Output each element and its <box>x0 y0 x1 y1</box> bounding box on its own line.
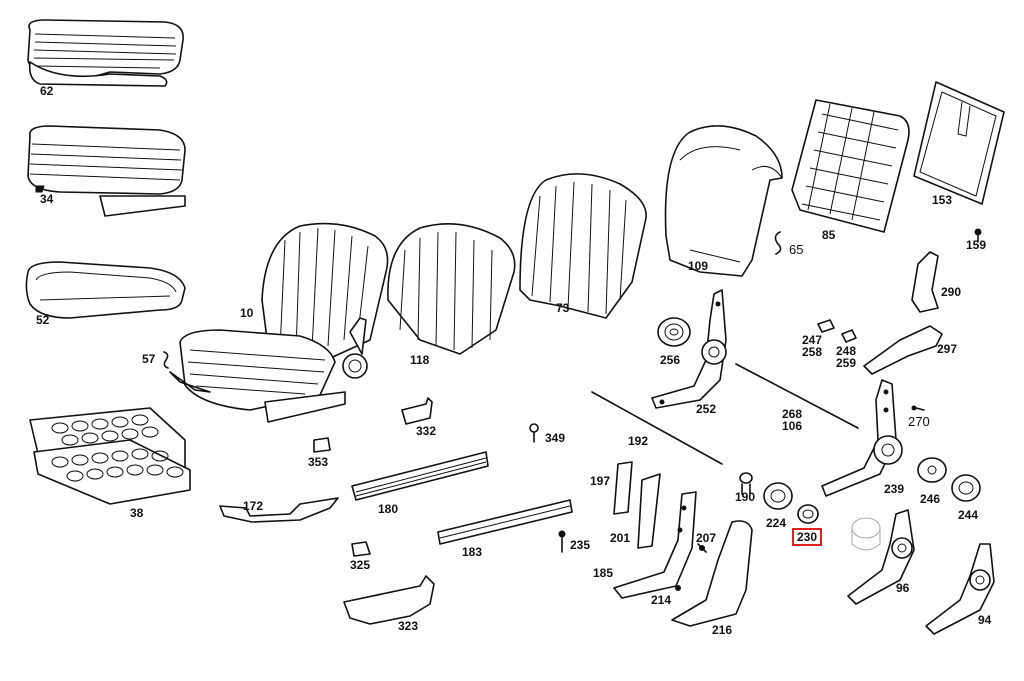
label-109: 109 <box>688 259 709 273</box>
part-332-bracket <box>401 397 433 425</box>
label-190: 190 <box>735 490 756 504</box>
label-244: 244 <box>958 508 979 522</box>
label-34: 34 <box>40 192 54 206</box>
label-94: 94 <box>978 613 992 627</box>
label-159: 159 <box>966 238 987 252</box>
label-353: 353 <box>308 455 329 469</box>
part-297-handle <box>863 325 943 375</box>
label-248-259: 248 259 <box>836 344 857 370</box>
label-183: 183 <box>462 545 483 559</box>
label-57: 57 <box>142 352 156 366</box>
part-118-backrest <box>387 223 516 355</box>
label-325: 325 <box>350 558 371 572</box>
part-10-complete-seat <box>169 222 389 423</box>
label-118: 118 <box>410 353 430 367</box>
part-159-button <box>974 228 982 243</box>
label-247-258: 247 258 <box>802 333 823 359</box>
label-323: 323 <box>398 619 419 633</box>
label-239: 239 <box>884 482 905 496</box>
part-57-clip <box>163 351 169 369</box>
part-180-rail <box>351 451 489 501</box>
part-153-board <box>913 81 1005 205</box>
part-52-pad <box>25 261 186 319</box>
part-244-bearing <box>951 474 981 502</box>
part-247-258-clip <box>817 319 835 333</box>
label-52: 52 <box>36 313 50 327</box>
part-248-259-clip <box>841 329 857 343</box>
label-252: 252 <box>696 402 717 416</box>
part-96-bracket <box>847 509 915 605</box>
part-325-clip <box>351 541 371 557</box>
part-185-bracket <box>613 491 697 599</box>
part-323-trim <box>343 575 435 625</box>
label-38: 38 <box>130 506 144 520</box>
part-34-cushion <box>27 125 186 217</box>
part-109-back-cover <box>664 125 783 277</box>
label-192: 192 <box>628 434 649 448</box>
part-252-hinge <box>651 289 727 409</box>
part-73-back-panel <box>519 173 647 319</box>
part-268-106-rod <box>735 363 859 429</box>
label-297: 297 <box>937 342 958 356</box>
part-216-cover <box>671 520 753 627</box>
label-10: 10 <box>240 306 254 320</box>
part-224-bearing <box>763 482 793 510</box>
label-214: 214 <box>651 593 672 607</box>
label-197: 197 <box>590 474 611 488</box>
part-62-cushion-cover <box>27 19 184 87</box>
label-216: 216 <box>712 623 733 637</box>
part-353-clip <box>313 437 331 453</box>
part-214-screw <box>675 585 681 591</box>
label-235: 235 <box>570 538 591 552</box>
label-96: 96 <box>896 581 910 595</box>
label-185: 185 <box>593 566 614 580</box>
part-256-bearing <box>657 317 691 347</box>
label-290: 290 <box>941 285 962 299</box>
part-246-disc <box>917 457 947 483</box>
label-268-106: 268 106 <box>782 407 803 433</box>
label-85: 85 <box>822 228 836 242</box>
part-65-clip <box>774 231 782 255</box>
label-180: 180 <box>378 502 399 516</box>
part-270-screw <box>911 405 925 411</box>
part-230-ring <box>797 504 819 524</box>
part-85-back-frame <box>791 99 910 233</box>
part-172-linkage <box>219 497 339 523</box>
label-349: 349 <box>545 431 566 445</box>
part-197-strip <box>613 461 633 515</box>
part-207-screw <box>697 543 707 553</box>
part-239-hinge <box>821 379 903 497</box>
label-172: 172 <box>243 499 264 513</box>
label-65: 65 <box>789 242 804 257</box>
label-224: 224 <box>766 516 787 530</box>
label-153: 153 <box>932 193 953 207</box>
label-62: 62 <box>40 84 54 98</box>
label-230-highlighted: 230 <box>792 528 823 546</box>
part-cylinder <box>851 517 881 551</box>
label-201: 201 <box>610 531 631 545</box>
part-192-rod <box>591 391 723 465</box>
part-38-spring-frame <box>29 407 191 505</box>
label-256: 256 <box>660 353 681 367</box>
label-246: 246 <box>920 492 941 506</box>
part-183-rail <box>437 499 573 545</box>
part-190-bolt <box>739 472 753 495</box>
part-94-bracket <box>925 543 995 635</box>
part-349-screw <box>529 423 539 443</box>
label-207: 207 <box>696 531 717 545</box>
part-290-lever <box>911 251 939 313</box>
part-201-strip <box>637 473 661 549</box>
label-332: 332 <box>416 424 437 438</box>
part-235-screw <box>558 530 566 553</box>
label-73: 73 <box>556 301 570 315</box>
label-270: 270 <box>908 414 930 429</box>
